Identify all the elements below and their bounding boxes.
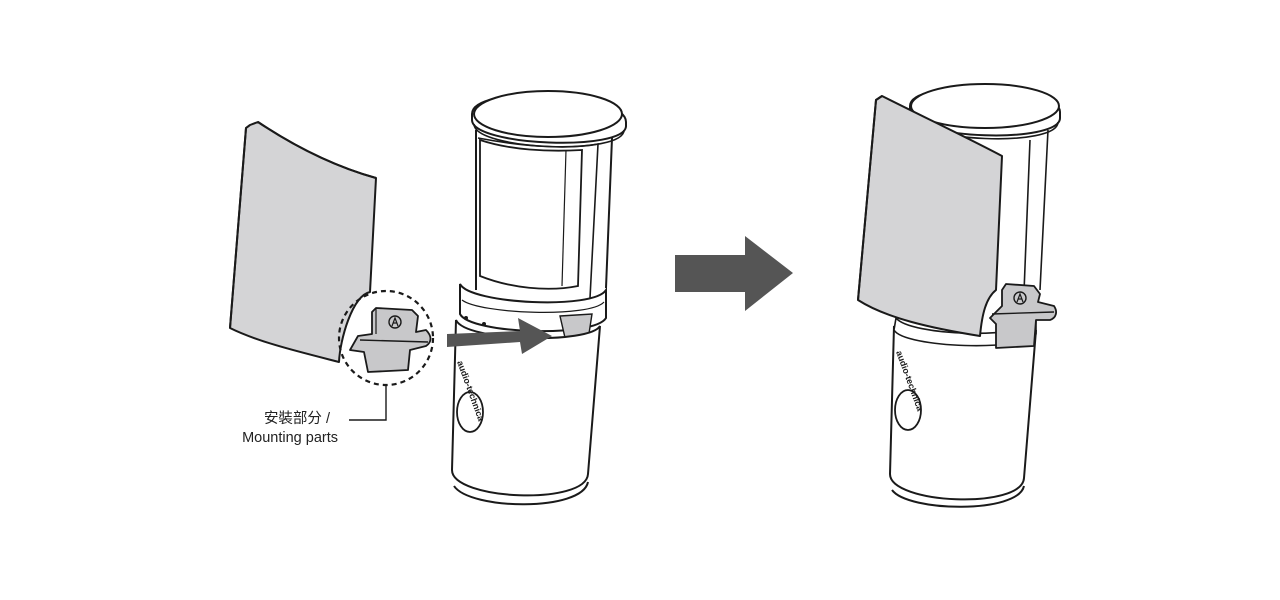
push-arrow-icon — [447, 318, 552, 354]
mounting-parts-highlight — [337, 289, 435, 387]
mounting-parts-label-en: Mounting parts — [242, 430, 338, 446]
mounting-clip — [349, 307, 432, 373]
pop-filter-panel — [229, 121, 377, 363]
mounting-clip-attached — [989, 283, 1057, 349]
step-1-illustration: audio-technica — [229, 90, 627, 506]
right-arrow-icon — [675, 236, 793, 311]
callout-leader-line — [349, 386, 387, 421]
step-2-illustration: audio-technica — [857, 83, 1061, 508]
mounting-parts-label-ja: 安裝部分 / — [263, 411, 330, 427]
microphone-step-2: audio-technica — [888, 83, 1061, 508]
microphone-step-1: audio-technica — [450, 90, 627, 506]
pop-filter-panel-attached — [857, 95, 1003, 337]
